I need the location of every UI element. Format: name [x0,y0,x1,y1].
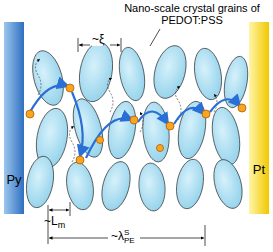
dimension-label: ~ξ [92,32,104,46]
callout-text: Nano-scale crystal grains of PEDOT:PSS [124,2,260,26]
callout-text-group: Nano-scale crystal grains of PEDOT:PSS [116,2,268,26]
electrode-label: Pt [249,162,269,177]
dimension-label: ~L [44,214,58,228]
pt-electrode: Pt [249,22,269,214]
dimension-label: m [58,220,66,230]
electrode-label: Py [4,172,24,187]
dimension-label: S [124,228,129,237]
py-electrode: Py [4,22,24,214]
dimension-label: ~λ [111,229,124,243]
dimension-label-group: ~Lm [44,215,65,228]
dimension-label-group: ~ξ [92,33,104,46]
dimension-label: PE [124,237,135,246]
dimension-label-group: ~λSPE [110,230,136,243]
